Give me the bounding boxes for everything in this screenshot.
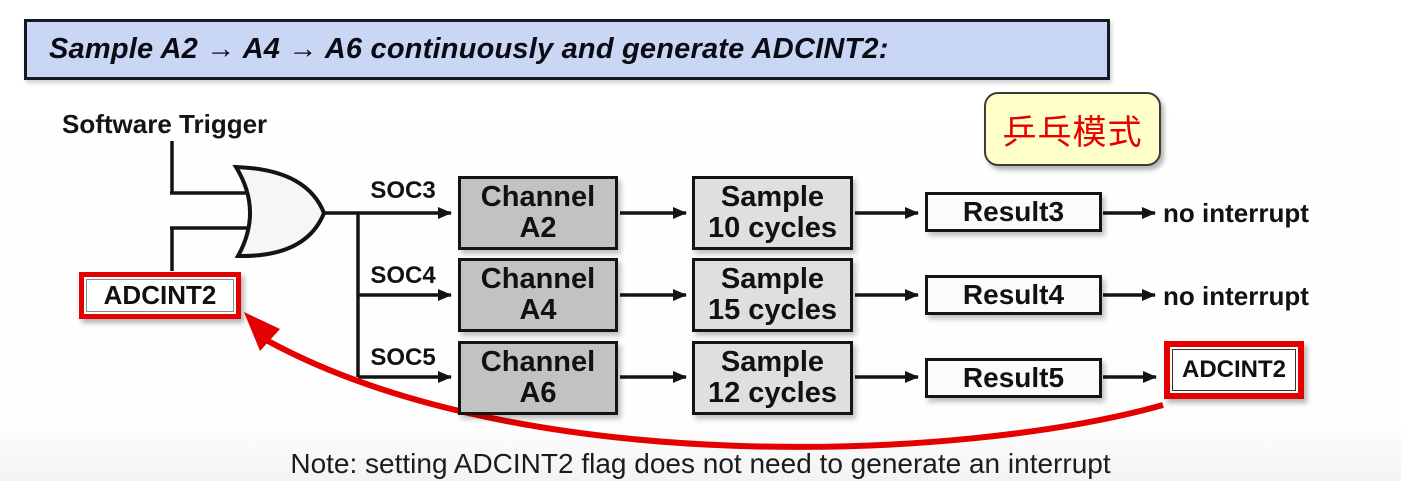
sample-cycles: 15 cycles (707, 294, 837, 326)
pingpong-mode-badge: 乒乓模式 (984, 92, 1161, 166)
sample-word: Sample (720, 180, 825, 213)
sample-word: Sample (720, 345, 825, 378)
channel-box-row3: Channel A6 (458, 341, 618, 415)
channel-name: Channel (480, 262, 596, 295)
adcint2-flag-label: ADCINT2 (86, 279, 234, 312)
sample-box-row3: Sample 12 cycles (692, 341, 853, 415)
or-gate (232, 164, 327, 259)
channel-name: Channel (480, 180, 596, 213)
soc-label-row2: SOC4 (370, 262, 436, 289)
result-box-row3: Result5 (925, 358, 1102, 398)
title-bar: Sample A2 → A4 → A6 continuously and gen… (24, 19, 1110, 80)
channel-id: A4 (519, 294, 557, 326)
black-wires (170, 141, 1157, 383)
channel-box-row1: Channel A2 (458, 176, 618, 250)
soc-label-row1: SOC3 (370, 177, 436, 204)
footnote: Note: setting ADCINT2 flag does not need… (290, 448, 1111, 479)
sample-cycles: 12 cycles (707, 377, 837, 409)
adcint2-output-highlight: ADCINT2 (1164, 341, 1304, 399)
feedback-arrowhead-icon (244, 312, 280, 351)
feedback-arrow-curve (266, 338, 1164, 450)
channel-id: A6 (519, 377, 557, 409)
page-title: Sample A2 → A4 → A6 continuously and gen… (49, 33, 889, 65)
output-label-row1: no interrupt (1163, 198, 1309, 228)
adcint2-output-label: ADCINT2 (1172, 349, 1296, 391)
sample-word: Sample (720, 262, 825, 295)
adcint2-flag-highlight: ADCINT2 (79, 272, 241, 319)
channel-id: A2 (519, 212, 557, 244)
result-box-row2: Result4 (925, 275, 1102, 315)
channel-name: Channel (480, 345, 596, 378)
pingpong-mode-label: 乒乓模式 (1002, 112, 1143, 153)
output-label-row2: no interrupt (1163, 281, 1309, 311)
soc-label-row3: SOC5 (370, 344, 436, 371)
sample-box-row1: Sample 10 cycles (692, 176, 853, 250)
sample-cycles: 10 cycles (707, 212, 837, 244)
sample-box-row2: Sample 15 cycles (692, 258, 853, 332)
software-trigger-label: Software Trigger (62, 109, 268, 139)
result-box-row1: Result3 (925, 192, 1102, 232)
channel-box-row2: Channel A4 (458, 258, 618, 332)
